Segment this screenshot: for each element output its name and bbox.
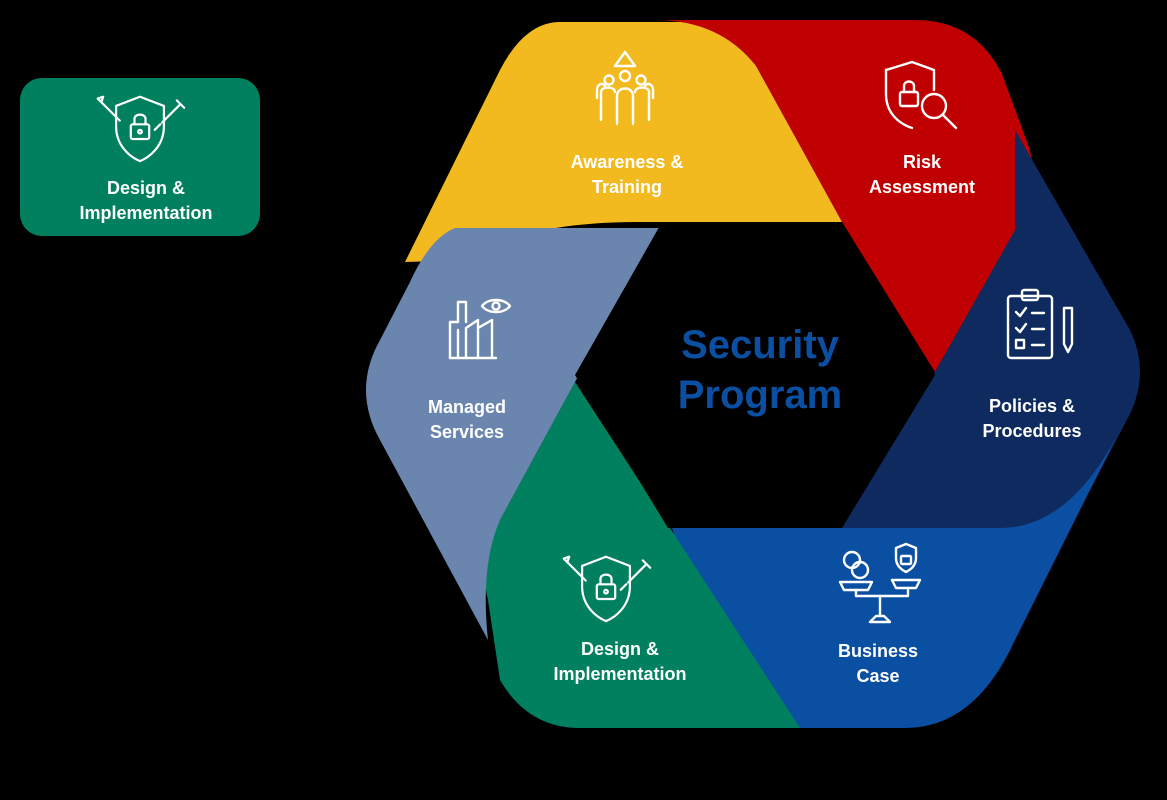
legend-card-label-line1: Design &: [107, 178, 185, 198]
segment-policies-label-line1: Policies &: [989, 396, 1075, 416]
balance-scale-icon: [838, 542, 922, 624]
segment-risk-label-line2: Assessment: [869, 177, 975, 197]
segment-awareness: [405, 22, 842, 262]
hexagon-segments: [366, 20, 1140, 728]
factory-eye-icon: [448, 298, 512, 360]
clipboard-checklist-icon: [1006, 288, 1074, 360]
segment-design-label-line1: Design &: [581, 639, 659, 659]
segment-awareness-label-line1: Awareness &: [571, 152, 684, 172]
legend-card: Design & Implementation: [20, 78, 260, 236]
segment-business-label-line2: Case: [856, 666, 899, 686]
shield-magnifier-icon: [884, 60, 958, 130]
segment-business-label-line1: Business: [838, 641, 918, 661]
segment-risk-label-line1: Risk: [903, 152, 942, 172]
segment-policies: [840, 130, 1140, 528]
segment-design: [484, 382, 800, 728]
shield-lock-tools-icon: [96, 95, 186, 163]
shield-lock-tools-icon: [562, 555, 652, 623]
segment-design-label-line2: Implementation: [553, 664, 686, 684]
segment-awareness-label-line2: Training: [592, 177, 662, 197]
center-title-line2: Program: [678, 373, 843, 417]
segment-managed-label-line2: Services: [430, 422, 504, 442]
segment-policies-label-line2: Procedures: [982, 421, 1081, 441]
legend-card-label-line2: Implementation: [79, 203, 212, 223]
center-title-line1: Security: [681, 323, 840, 367]
segment-managed: [366, 228, 662, 640]
segment-risk: [655, 20, 1033, 372]
center-hexagon: [575, 222, 935, 528]
legend-card-background: [20, 78, 260, 236]
segment-managed-label-line1: Managed: [428, 397, 506, 417]
people-group-icon: [595, 50, 655, 126]
